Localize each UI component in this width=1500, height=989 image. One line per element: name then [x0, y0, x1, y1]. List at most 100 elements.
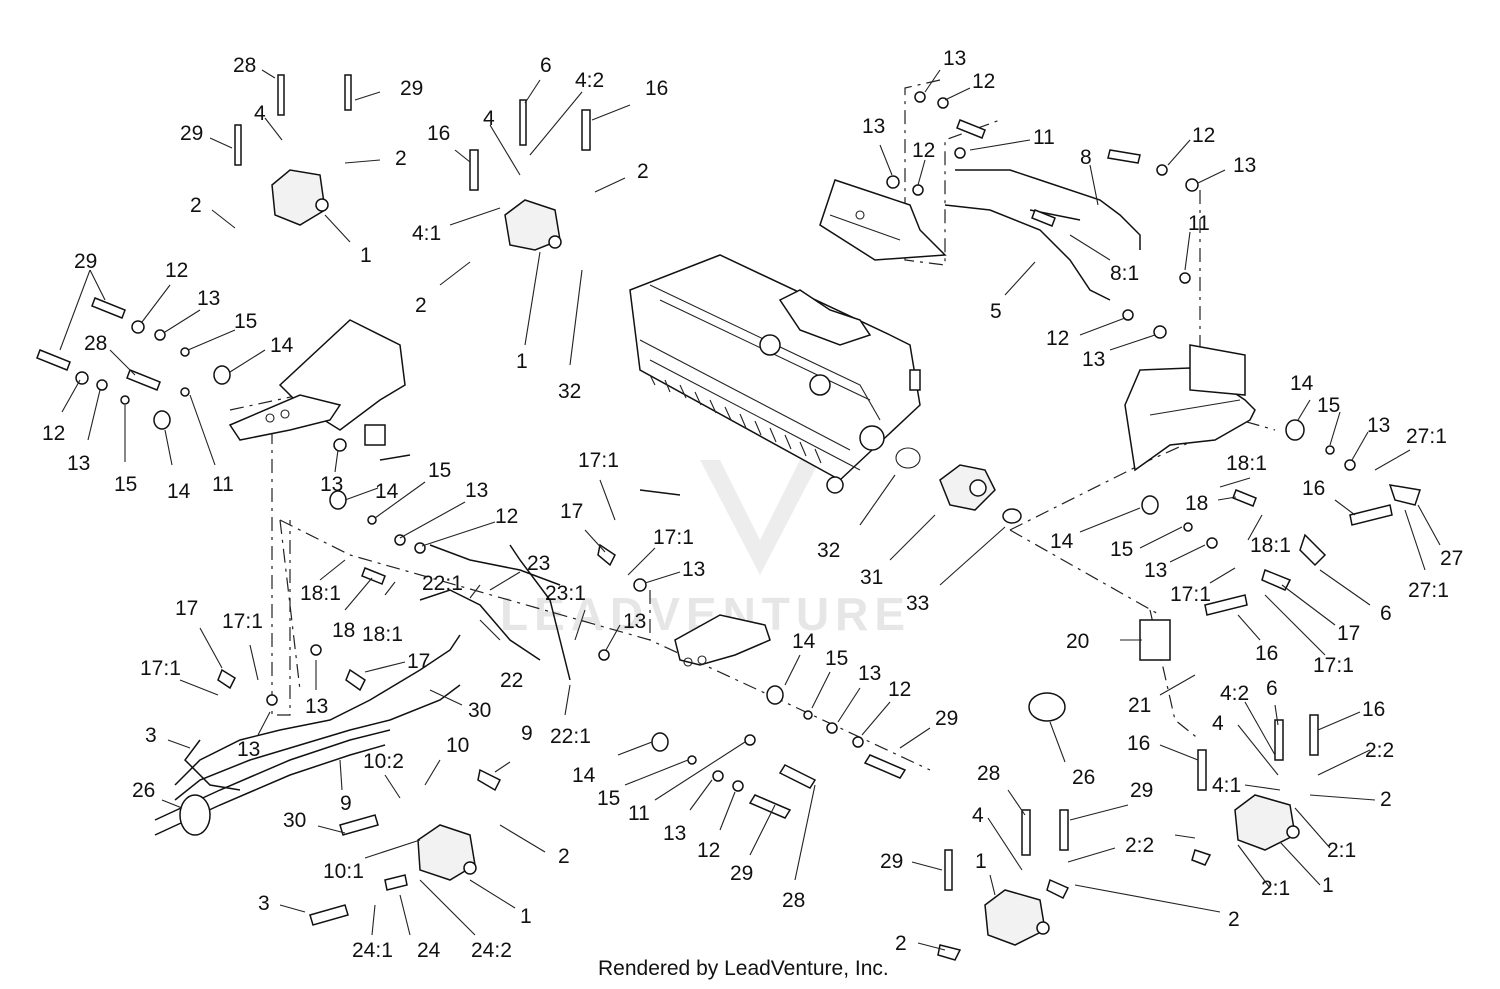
callout-label: 23:1 [545, 582, 586, 605]
callout-label: 2 [558, 845, 570, 868]
callout-label: 2:2 [1125, 834, 1154, 857]
callout-label: 33 [906, 592, 929, 615]
callout-label: 13 [1144, 559, 1167, 582]
callout-label: 15 [1110, 538, 1133, 561]
callout-label: 17:1 [140, 657, 181, 680]
callout-label: 26 [132, 779, 155, 802]
callout-label: 17 [1337, 622, 1360, 645]
callout-label: 29 [880, 850, 903, 873]
callout-label: 4 [254, 102, 266, 125]
callout-label: 15 [825, 647, 848, 670]
callout-label: 2:1 [1327, 839, 1356, 862]
callout-label: 4:2 [1220, 682, 1249, 705]
callout-label: 11 [1188, 212, 1210, 235]
callout-label: 6 [1266, 677, 1278, 700]
center-lower-bracket [674, 614, 771, 667]
callout-label: 17 [407, 650, 430, 673]
callout-label: 4:1 [412, 222, 441, 245]
callout-label: 6 [540, 54, 552, 77]
callout-label: 26 [1072, 766, 1095, 789]
left-valve-bracket [228, 319, 406, 446]
callout-label: 4 [972, 804, 984, 827]
callout-label: 16 [427, 122, 450, 145]
callout-label: 12 [888, 678, 911, 701]
callout-label: 3 [145, 724, 157, 747]
callout-label: 2 [395, 147, 407, 170]
callout-label: 15 [428, 459, 451, 482]
hydraulic-motor-top-left [271, 169, 329, 226]
callout-label: 14 [572, 764, 596, 787]
callout-label: 14 [1050, 530, 1074, 553]
callout-label: 3 [258, 892, 270, 915]
callout-label: 14 [792, 630, 816, 653]
callout-label: 13 [1082, 348, 1105, 371]
callout-label: 21 [1128, 694, 1151, 717]
callout-label: 15 [597, 787, 620, 810]
callout-label: 1 [1322, 874, 1334, 897]
callout-label: 16 [645, 77, 668, 100]
hose-ends [234, 74, 1319, 891]
horizontal-fittings [36, 119, 1421, 961]
callout-label: 11 [212, 473, 234, 496]
callout-label: 15 [1317, 394, 1340, 417]
leader-lines [59, 69, 1441, 951]
callout-label: 17:1 [1170, 583, 1211, 606]
callout-label: 10 [446, 734, 469, 757]
callout-label: 28 [782, 889, 805, 912]
callout-label: 24 [417, 939, 441, 962]
reel-frame-assembly [629, 254, 921, 494]
callout-label: 27:1 [1406, 425, 1447, 448]
callout-label: 2:1 [1261, 877, 1290, 900]
callout-label: 17 [560, 500, 583, 523]
callout-label: 12 [972, 70, 995, 93]
callout-label: 17:1 [1313, 654, 1354, 677]
callout-label: 5 [990, 300, 1002, 323]
callout-label: 13 [858, 662, 881, 685]
callout-label: 13 [197, 287, 220, 310]
hydraulic-pump [895, 447, 1022, 524]
callout-label: 28 [977, 762, 1000, 785]
leadventure-v-logo [700, 460, 820, 575]
callout-label: 12 [1192, 124, 1215, 147]
callout-label: 13 [237, 738, 260, 761]
callout-label: 10:2 [363, 750, 404, 773]
callout-label: 22 [500, 669, 523, 692]
callout-label: 22:1 [550, 725, 591, 748]
callout-label: 16 [1362, 698, 1385, 721]
callout-label: 15 [114, 473, 137, 496]
callout-label: 12 [42, 422, 65, 445]
callout-label: 29 [1130, 779, 1153, 802]
footer-credit: Rendered by LeadVenture, Inc. [598, 957, 889, 980]
callout-label: 12 [495, 505, 518, 528]
callout-label: 17:1 [578, 449, 619, 472]
callout-label: 13 [623, 610, 646, 633]
callout-label: 8 [1080, 146, 1092, 169]
callout-label: 4 [483, 107, 495, 130]
callout-label: 32 [817, 539, 840, 562]
callout-label: 17:1 [653, 526, 694, 549]
callout-label: 14 [1290, 372, 1314, 395]
callout-label: 18:1 [1226, 452, 1267, 475]
callout-label: 11 [1033, 126, 1055, 149]
callout-label: 1 [360, 244, 372, 267]
callout-label: 27 [1440, 547, 1463, 570]
callout-label: 24:2 [471, 939, 512, 962]
callout-label: 6 [1380, 602, 1392, 625]
callout-label: 9 [340, 792, 352, 815]
callout-label: 2 [190, 194, 202, 217]
callout-label: 13 [305, 695, 328, 718]
callout-label: 16 [1127, 732, 1150, 755]
callout-label: 17:1 [222, 610, 263, 633]
callout-label: 28 [84, 332, 107, 355]
callout-label: 17 [175, 597, 198, 620]
hydraulic-motor-lower-right [1234, 794, 1300, 851]
callout-label: 29 [935, 707, 958, 730]
callout-label: 11 [628, 802, 650, 825]
callout-label: 12 [165, 259, 188, 282]
callout-label: 16 [1302, 477, 1325, 500]
callout-label: 9 [521, 722, 533, 745]
callout-label: 1 [520, 905, 532, 928]
callout-label: 2 [1380, 788, 1392, 811]
callout-label: 29 [180, 122, 203, 145]
callout-label: 27:1 [1408, 579, 1449, 602]
